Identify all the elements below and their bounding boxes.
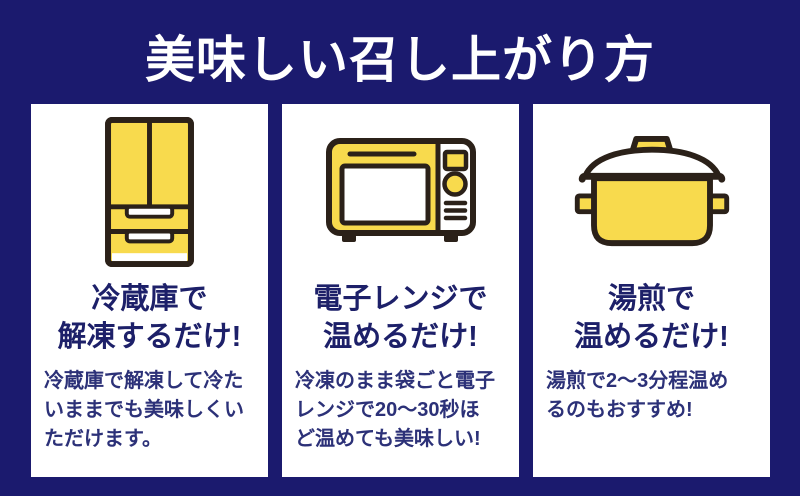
card-heading: 湯煎で 温めるだけ! <box>574 283 729 354</box>
microwave-icon-svg <box>325 138 476 242</box>
card-description: 冷凍のまま袋ごと電子 レンジで20〜30秒ほ ど温めても美味しい! <box>295 369 495 450</box>
card-refrigerator: 冷蔵庫で 解凍するだけ! 冷蔵庫で解凍して冷た いままでも美味しくい ただけます… <box>31 104 268 477</box>
card-description: 冷蔵庫で解凍して冷た いままでも美味しくい ただけます。 <box>44 369 244 450</box>
card-pot: 湯煎で 温めるだけ! 湯煎で2〜3分程温め るのもおすすめ! <box>533 104 770 477</box>
cards-row: 冷蔵庫で 解凍するだけ! 冷蔵庫で解凍して冷た いままでも美味しくい ただけます… <box>31 104 770 477</box>
microwave-icon <box>325 112 476 272</box>
page-title: 美味しい召し上がり方 <box>145 32 655 88</box>
pot-icon <box>573 112 731 272</box>
refrigerator-icon <box>105 112 194 272</box>
card-microwave: 電子レンジで 温めるだけ! 冷凍のまま袋ごと電子 レンジで20〜30秒ほ ど温め… <box>282 104 519 477</box>
card-heading: 冷蔵庫で 解凍するだけ! <box>57 283 242 354</box>
refrigerator-icon-svg <box>105 117 194 267</box>
card-description: 湯煎で2〜3分程温め るのもおすすめ! <box>546 369 729 421</box>
card-heading: 電子レンジで 温めるだけ! <box>313 283 488 354</box>
pot-icon-svg <box>574 135 729 247</box>
